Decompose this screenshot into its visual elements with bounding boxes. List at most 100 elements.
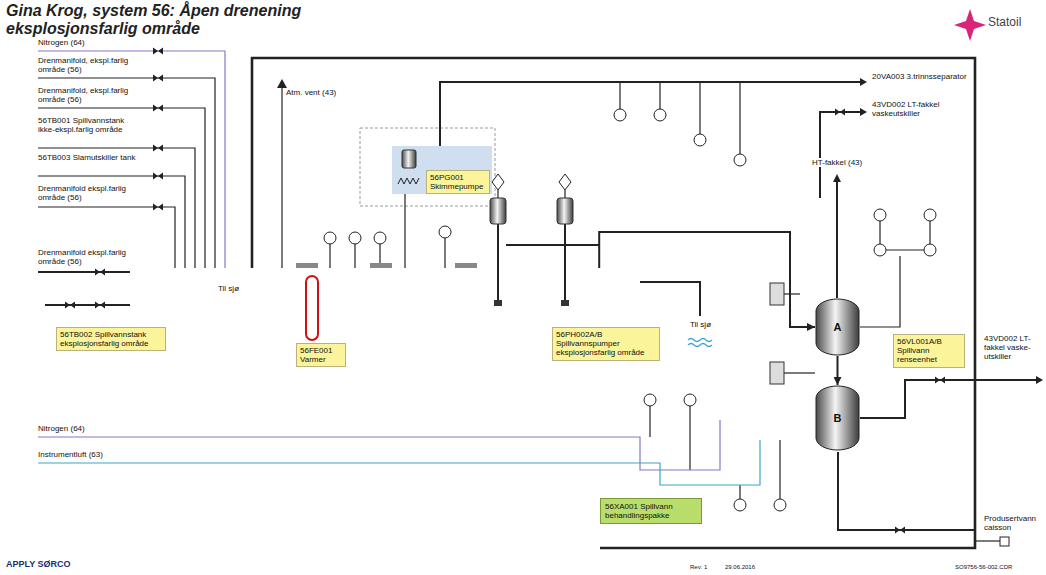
signal-line: [929, 221, 930, 244]
instrument-bubble: [734, 154, 746, 166]
vessel: B: [815, 385, 860, 451]
line-label: Statoil: [988, 16, 1021, 30]
label-anchor: Til sjø: [690, 320, 711, 329]
pipe: [860, 380, 1036, 418]
pipe: [404, 194, 405, 268]
nozzle: [296, 263, 318, 268]
arrowhead: [833, 174, 841, 182]
line-label: Til sjø: [690, 320, 711, 329]
valve-symbol: [153, 173, 163, 180]
valve-symbol: [95, 302, 105, 309]
heater-symbol: [306, 276, 318, 340]
valve-symbol: [153, 145, 163, 152]
signal-line: [619, 82, 620, 109]
signal-line: [739, 485, 740, 499]
instrument-bubble: [324, 232, 336, 244]
instrument-bubbles: [324, 109, 936, 511]
signal-line: [689, 406, 690, 470]
node-text: 56VL001A/B Spillvann renseenhet: [897, 337, 961, 365]
pipe: [45, 304, 130, 306]
pipe: [838, 452, 975, 530]
sea-symbol: [688, 339, 712, 347]
pipe: [564, 190, 565, 198]
process-line: [599, 232, 815, 327]
pipe: [497, 190, 498, 198]
equipment-tag: 56VL001A/B Spillvann renseenhet: [893, 334, 965, 368]
pipe: [38, 78, 215, 268]
equipment-tag: 56TB002 Spillvannstank eksplosjonsfarlig…: [56, 327, 166, 351]
package-region: 56XA001 Spillvann behandlingspakkeAB56VL…: [590, 198, 965, 555]
nitrogen-line: [38, 51, 225, 268]
pump-shaft: [564, 224, 566, 300]
pipe: [440, 82, 860, 146]
pipes: [38, 58, 1036, 548]
process-line: [837, 356, 839, 385]
label-anchor: Drenmanifold, ekspl.farlig område (56): [38, 56, 143, 74]
arrowhead: [1036, 376, 1043, 384]
signal-line: [659, 82, 660, 109]
skimmer-housing: [392, 146, 492, 194]
vessel-outline: [816, 386, 859, 450]
line-label: 43VD002 LT-fakkel vaskeutskiller: [872, 100, 967, 118]
line-label: Drenmanifold ekspl.farlig område (56): [38, 184, 143, 202]
arrowhead: [860, 108, 867, 116]
label-anchor: Produsertvann caisson: [984, 514, 1042, 532]
instrument-bubble: [924, 244, 936, 256]
line-label: APPLY SØRCO: [6, 559, 71, 569]
equipment-tag: 56PH002A/B Spillvannspumper eksplosjonsf…: [552, 327, 660, 361]
pipe: [860, 300, 900, 327]
pipe: [836, 180, 838, 298]
signal-line: [444, 238, 445, 268]
instrument-bubble: [614, 109, 626, 121]
equipment-tag: 56FE001 Varmer: [296, 343, 346, 367]
vent-pipe: [281, 86, 282, 268]
line-label: Nitrogen (64): [38, 424, 85, 433]
valve-symbol: [895, 527, 905, 534]
arrowhead: [277, 79, 287, 88]
motor-symbol: [490, 198, 506, 224]
label-anchor: Instrumentluft (63): [38, 450, 103, 459]
arrowheads: [277, 78, 1043, 384]
label-anchor: 43VD002 LT-fakkel vaskeutskiller: [872, 100, 967, 118]
label-anchor: HT-fakkel (43): [812, 158, 862, 167]
signal-line: [329, 244, 330, 268]
storage-tank: Til sjø: [130, 268, 640, 325]
region-outline: [590, 198, 965, 555]
instrument-bubble: [694, 134, 706, 146]
line-label: HT-fakkel (43): [812, 158, 862, 167]
node-text: 56XA001 Spillvann behandlingspakke: [600, 498, 702, 524]
label-anchor: APPLY SØRCO: [6, 559, 71, 569]
node-text: 56TB002 Spillvannstank eksplosjonsfarlig…: [60, 330, 162, 348]
label-anchor: Drenmanifold, ekspl.farlig område (56): [38, 86, 143, 104]
nozzle: [455, 263, 477, 268]
line-label: 29.06.2016: [725, 564, 755, 571]
pipe: [506, 244, 600, 246]
line-label: Produsertvann caisson: [984, 514, 1042, 532]
pipe: [784, 293, 800, 294]
pipe: [784, 372, 815, 373]
main-pipe: [252, 58, 975, 548]
line-label: 20VA003 3.trinnsseparator: [872, 72, 967, 81]
valves: [65, 48, 945, 534]
instrument-bubble: [734, 499, 746, 511]
caisson-symbol: [1000, 537, 1009, 546]
instrument-air-line: [38, 440, 760, 485]
motor-symbol: [557, 198, 573, 224]
line-label: SO9756-56-002.CDR: [955, 564, 1012, 571]
signal-line: [899, 256, 900, 300]
instrument-bubble: [349, 232, 361, 244]
label-anchor: 20VA003 3.trinnsseparator: [872, 72, 967, 81]
line-label: Drenmanifold ekspl.farlig område (56): [38, 248, 143, 266]
pump-shaft: [497, 224, 499, 300]
tank-outline: [131, 269, 640, 325]
line-label: Atm. vent (43): [286, 88, 336, 97]
valve-symbol: [153, 48, 163, 55]
node-text: 56PG001 Skimmepumpe: [430, 173, 486, 191]
impeller: [561, 300, 569, 306]
node-text: 56PH002A/B Spillvannspumper eksplosjonsf…: [556, 330, 656, 358]
line-label: Nitrogen (64): [38, 38, 85, 47]
tank-shape: [130, 268, 640, 325]
label-anchor: 56TB001 Spillvannstank ikke-ekspl.farlig…: [38, 116, 143, 134]
instrument-bubble: [684, 394, 696, 406]
